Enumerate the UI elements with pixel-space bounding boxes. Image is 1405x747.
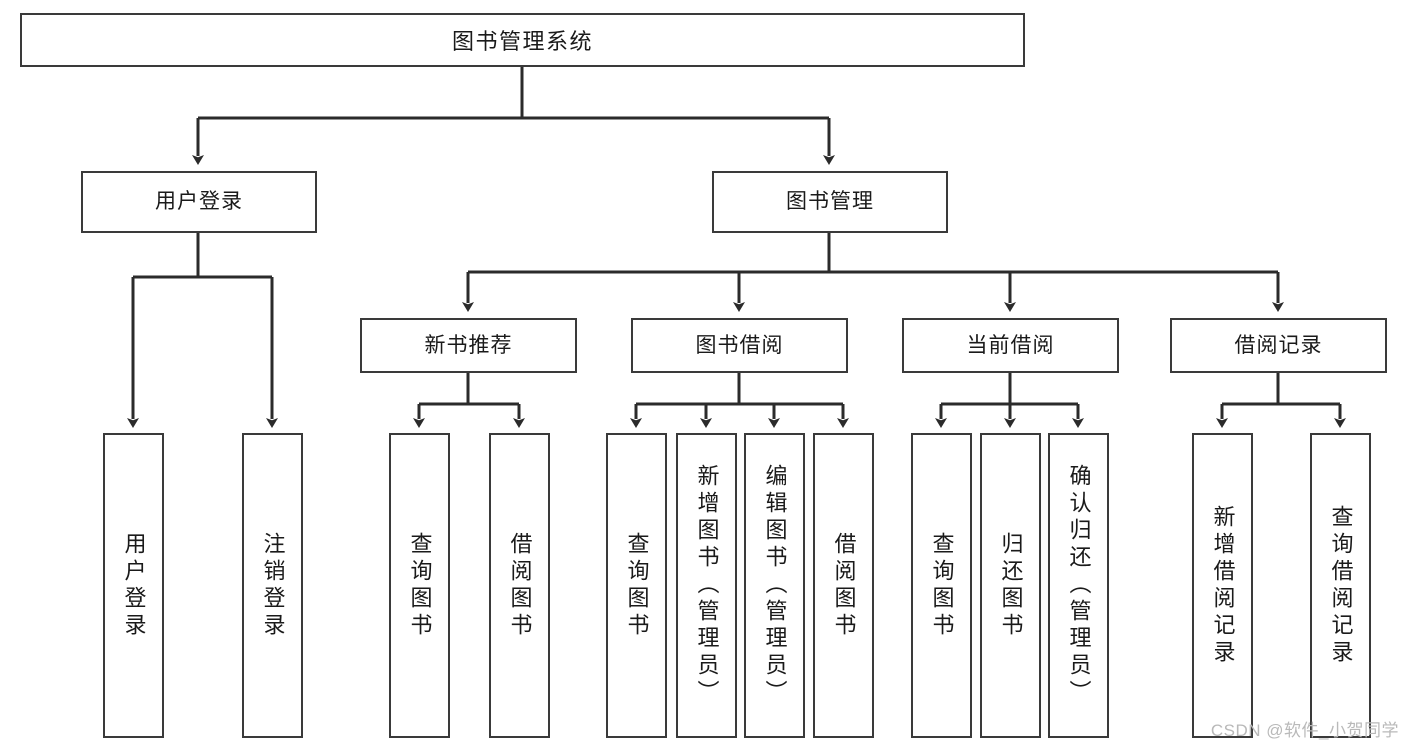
node-label: 注销登录 — [260, 531, 286, 640]
leaf-return-book[interactable]: 归还图书 — [980, 433, 1041, 738]
node-label: 新增图书（管理员） — [694, 464, 720, 707]
node-label: 当前借阅 — [966, 333, 1055, 357]
node-book-management[interactable]: 图书管理 — [712, 171, 948, 233]
node-label: 编辑图书（管理员） — [762, 464, 788, 707]
node-label: 用户登录 — [121, 531, 147, 640]
leaf-logout[interactable]: 注销登录 — [242, 433, 303, 738]
node-label: 新增借阅记录 — [1210, 504, 1236, 667]
leaf-edit-book-admin[interactable]: 编辑图书（管理员） — [744, 433, 805, 738]
node-label: 借阅记录 — [1234, 333, 1323, 357]
node-label: 查询图书 — [407, 531, 433, 640]
node-label: 用户登录 — [155, 190, 243, 214]
node-label: 图书管理 — [786, 190, 874, 214]
leaf-add-book-admin[interactable]: 新增图书（管理员） — [676, 433, 737, 738]
leaf-borrow-book[interactable]: 借阅图书 — [813, 433, 874, 738]
leaf-confirm-return-admin[interactable]: 确认归还（管理员） — [1048, 433, 1109, 738]
leaf-query-book-borrowing[interactable]: 查询图书 — [606, 433, 667, 738]
node-root-book-management-system[interactable]: 图书管理系统 — [20, 13, 1025, 67]
node-label: 归还图书 — [998, 531, 1024, 640]
leaf-user-login[interactable]: 用户登录 — [103, 433, 164, 738]
node-label: 图书借阅 — [695, 333, 784, 357]
node-borrowing-records[interactable]: 借阅记录 — [1170, 318, 1387, 373]
node-label: 借阅图书 — [831, 531, 857, 640]
node-current-borrowing[interactable]: 当前借阅 — [902, 318, 1119, 373]
leaf-query-borrow-record[interactable]: 查询借阅记录 — [1310, 433, 1371, 738]
node-label: 查询图书 — [624, 531, 650, 640]
watermark: CSDN @软件_小贺同学 — [1210, 721, 1399, 740]
node-label: 查询图书 — [929, 531, 955, 640]
node-user-login[interactable]: 用户登录 — [81, 171, 317, 233]
node-book-borrowing[interactable]: 图书借阅 — [631, 318, 848, 373]
node-label: 图书管理系统 — [451, 29, 593, 54]
leaf-query-book-current[interactable]: 查询图书 — [911, 433, 972, 738]
leaf-query-book-recommendation[interactable]: 查询图书 — [389, 433, 450, 738]
leaf-add-borrow-record[interactable]: 新增借阅记录 — [1192, 433, 1253, 738]
node-new-book-recommendation[interactable]: 新书推荐 — [360, 318, 577, 373]
leaf-borrow-book-recommendation[interactable]: 借阅图书 — [489, 433, 550, 738]
node-label: 查询借阅记录 — [1328, 504, 1354, 667]
node-label: 借阅图书 — [507, 531, 533, 640]
node-label: 新书推荐 — [424, 333, 513, 357]
node-label: 确认归还（管理员） — [1066, 464, 1092, 707]
